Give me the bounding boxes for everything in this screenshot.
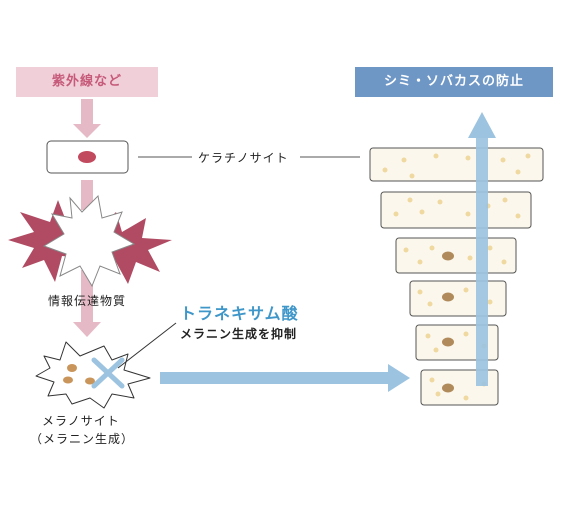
- inhibit-melanin-label: メラニン生成を抑制: [180, 327, 298, 341]
- tranexamic-acid-label: トラネキサム酸: [180, 304, 299, 323]
- goal-label: シミ・ソバカスの防止: [355, 67, 553, 97]
- nucleus: [78, 151, 96, 163]
- melanin-granule: [63, 376, 73, 384]
- pink-arrow-uv-to-cell: [73, 99, 101, 138]
- melanocyte-label: メラノサイト: [42, 414, 120, 428]
- skin-layer-2: [380, 191, 532, 229]
- skin-layer-1: [369, 147, 544, 182]
- transmitter-burst-center: [42, 194, 136, 288]
- blue-arrow-vertical: [468, 112, 496, 386]
- keratinocyte-cell: [46, 140, 129, 174]
- melanocyte-sub-label: （メラニン生成）: [30, 432, 135, 446]
- skin-layer-3: [395, 237, 517, 274]
- skin-layer-4: [409, 280, 507, 317]
- inhibit-cross: [91, 357, 125, 389]
- keratinocyte-label: ケラチノサイト: [198, 151, 289, 165]
- blue-arrow-horizontal: [160, 364, 410, 392]
- pink-arrow-cell-to-burst: [81, 180, 93, 210]
- melanin-granule: [67, 364, 77, 372]
- skin-dots: [382, 153, 531, 401]
- melanocyte-cell: [35, 341, 151, 409]
- uv-label: 紫外線など: [16, 67, 158, 97]
- transmitter-label: 情報伝達物質: [48, 294, 127, 308]
- melanin-granule: [85, 377, 95, 385]
- tranexamic-leader: [117, 322, 177, 369]
